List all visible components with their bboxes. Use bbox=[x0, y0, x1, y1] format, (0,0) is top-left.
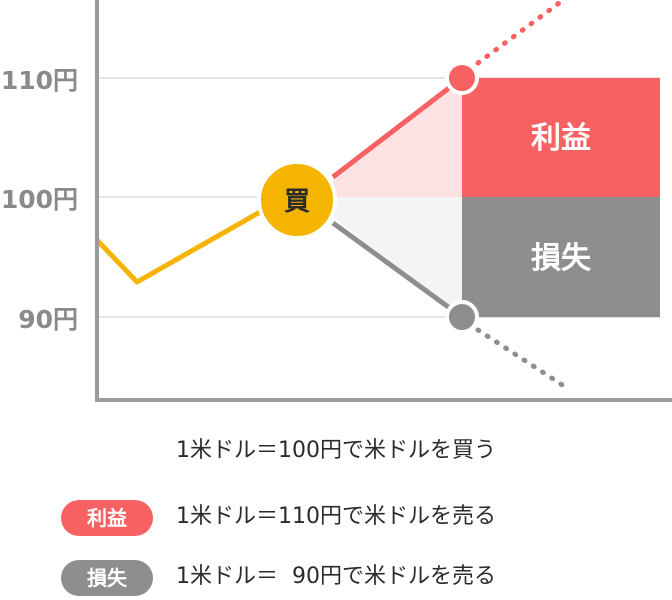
loss-line bbox=[331, 220, 464, 320]
y-tick-100: 100円 bbox=[1, 185, 78, 214]
y-tick-110: 110円 bbox=[1, 66, 78, 95]
legend-profit-badge: 利益 bbox=[61, 500, 153, 536]
price-path bbox=[95, 209, 262, 285]
loss-area bbox=[333, 197, 462, 317]
profit-box bbox=[462, 78, 660, 197]
loss-dotted-extension bbox=[475, 327, 573, 393]
legend-profit-text: 1米ドル＝110円で米ドルを売る bbox=[176, 504, 496, 529]
legend-row-loss: 損失 1米ドル＝ 90円で米ドルを売る bbox=[0, 556, 672, 600]
legend-row-buy: 1米ドル＝100円で米ドルを買う bbox=[0, 430, 672, 474]
profit-dotted-extension bbox=[475, 0, 568, 66]
profit-area bbox=[333, 78, 462, 197]
profit-line bbox=[331, 76, 464, 179]
loss-box-label: 損失 bbox=[531, 241, 592, 276]
y-tick-90: 90円 bbox=[18, 305, 78, 334]
legend-buy-text: 1米ドル＝100円で米ドルを買う bbox=[176, 438, 496, 463]
buy-marker bbox=[257, 160, 337, 240]
loss-point bbox=[445, 300, 479, 334]
legend-loss-badge: 損失 bbox=[61, 560, 153, 596]
profit-box-label: 利益 bbox=[531, 121, 591, 156]
fx-profit-loss-diagram: 利益 損失 買 110円 100円 90円 bbox=[1, 0, 672, 402]
legend-row-profit: 利益 1米ドル＝110円で米ドルを売る bbox=[0, 496, 672, 540]
loss-box bbox=[462, 197, 660, 317]
profit-point bbox=[445, 61, 479, 95]
buy-marker-label: 買 bbox=[284, 187, 310, 217]
legend-loss-text: 1米ドル＝ 90円で米ドルを売る bbox=[176, 564, 496, 589]
